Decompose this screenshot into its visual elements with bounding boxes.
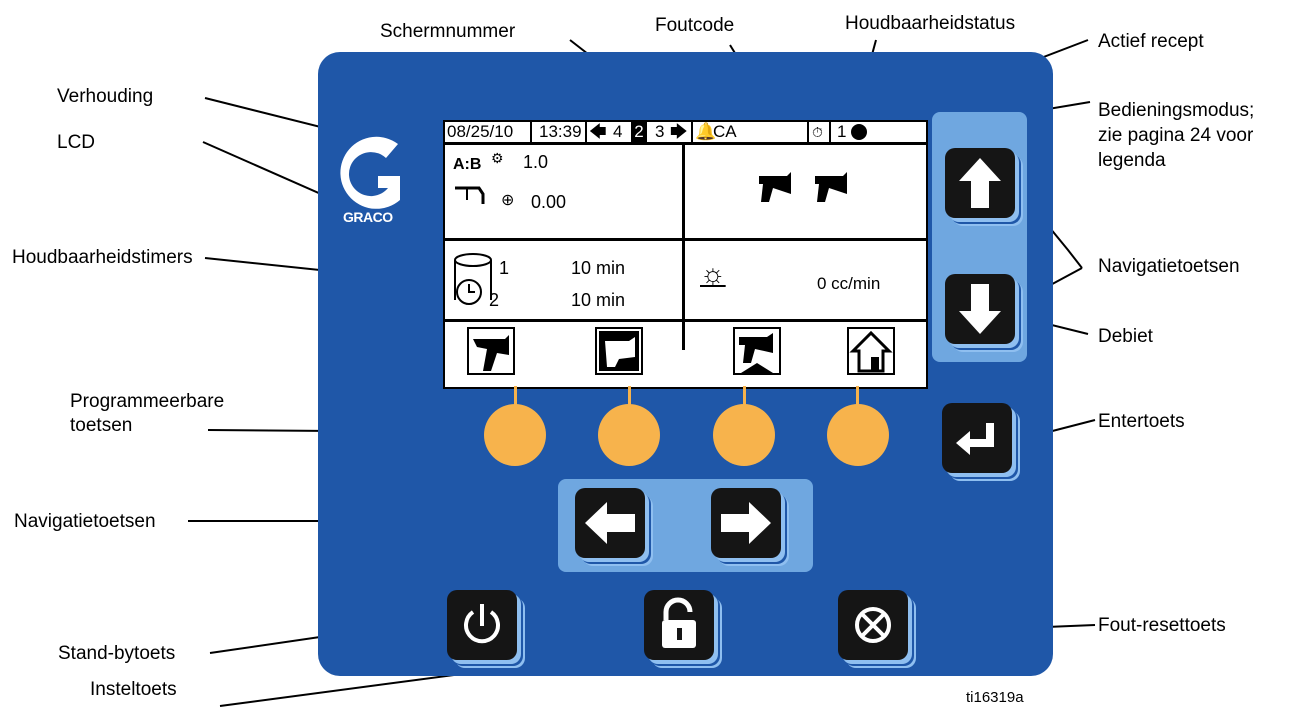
pot-life-timer-icon xyxy=(454,253,492,305)
lcd-error-code: CA xyxy=(713,122,737,141)
label-houdbaarheidstatus: Houdbaarheidstatus xyxy=(845,13,1016,34)
error-reset-icon xyxy=(855,607,891,643)
ratio-label: A:B xyxy=(453,156,482,173)
label-bedieningsmodus-3: legenda xyxy=(1098,150,1166,171)
softkey-4-home-icon xyxy=(847,327,895,375)
enter-icon xyxy=(956,423,994,455)
arrow-down-icon xyxy=(959,284,1001,334)
label-schermnummer: Schermnummer xyxy=(380,21,516,42)
label-debiet: Debiet xyxy=(1098,326,1153,347)
pot-life-1-value: 10 min xyxy=(571,258,626,278)
flow-icon: ☼ xyxy=(700,258,726,289)
tolerance-crosshair-icon: ⊕ xyxy=(501,192,515,209)
softkey-2[interactable] xyxy=(598,404,660,466)
pot-life-2-value: 10 min xyxy=(571,290,626,310)
label-navigatietoetsen-right: Navigatietoetsen xyxy=(1098,256,1240,277)
label-programmeerbare-2: toetsen xyxy=(70,415,133,436)
label-fout-reset: Fout-resettoets xyxy=(1098,615,1226,636)
error-reset-button[interactable] xyxy=(838,590,908,660)
standby-button[interactable] xyxy=(447,590,517,660)
flow-value: 0 cc/min xyxy=(817,274,881,293)
arrow-up-icon xyxy=(959,158,1001,208)
arrow-left-small-icon: 🡄 xyxy=(589,122,607,141)
softkey-1[interactable] xyxy=(484,404,546,466)
softkey-4[interactable] xyxy=(827,404,889,466)
graco-logo-text: GRACO xyxy=(343,209,393,225)
pot-life-status-icon: ⏱ xyxy=(812,124,823,140)
arrow-left-icon xyxy=(585,502,635,544)
pot-life-1-index: 1 xyxy=(499,258,510,278)
arrow-right-small-icon: 🡆 xyxy=(670,122,688,141)
lcd-date: 08/25/10 xyxy=(447,122,514,141)
lcd-recipe: 1 xyxy=(837,122,847,141)
label-verhouding: Verhouding xyxy=(57,86,154,107)
lcd-screen-current: 2 xyxy=(631,122,647,142)
label-entertoets: Entertoets xyxy=(1098,411,1185,432)
label-insteltoets: Insteltoets xyxy=(90,679,177,700)
pot-life-2-index: 2 xyxy=(489,290,500,310)
tolerance-pipe-icon xyxy=(455,186,485,204)
softkey-1-gun-icon xyxy=(467,327,515,375)
left-button[interactable] xyxy=(575,488,645,558)
label-actief-recept: Actief recept xyxy=(1098,31,1204,52)
right-button[interactable] xyxy=(711,488,781,558)
label-standby: Stand-bytoets xyxy=(58,643,176,664)
label-bedieningsmodus-2: zie pagina 24 voor xyxy=(1098,125,1254,146)
ratio-value: 1.0 xyxy=(523,152,549,172)
enter-button[interactable] xyxy=(942,403,1012,473)
label-houdbaarheidstimers: Houdbaarheidstimers xyxy=(12,247,193,268)
lcd-screen-prev: 4 xyxy=(613,122,623,141)
up-button[interactable] xyxy=(945,148,1015,218)
down-button[interactable] xyxy=(945,274,1015,344)
lcd-time: 13:39 xyxy=(539,122,582,141)
padlock-icon xyxy=(662,597,696,648)
lcd-screen: 08/25/10 13:39 🡄 4 2 3 🡆 🔔 CA ⏱ 1 A:B ⚙ … xyxy=(443,120,928,389)
setup-button[interactable] xyxy=(644,590,714,660)
tolerance-value: 0.00 xyxy=(531,192,567,212)
alarm-bell-icon: 🔔 xyxy=(695,122,717,141)
label-foutcode: Foutcode xyxy=(655,15,735,36)
graco-logo-icon xyxy=(340,136,400,209)
mode-indicator-icon xyxy=(851,124,867,140)
spray-guns-icon xyxy=(759,172,847,202)
power-icon xyxy=(464,604,500,644)
softkey-3[interactable] xyxy=(713,404,775,466)
label-navigatietoetsen-left: Navigatietoetsen xyxy=(14,511,156,532)
softkey-3-spray-icon xyxy=(733,327,781,375)
label-lcd: LCD xyxy=(57,132,96,153)
softkey-2-flush-icon xyxy=(595,327,643,375)
label-programmeerbare-1: Programmeerbare xyxy=(70,391,225,412)
ratio-gear-icon: ⚙ xyxy=(491,150,504,166)
figure-id: ti16319a xyxy=(966,689,1024,706)
lcd-screen-next: 3 xyxy=(655,122,665,141)
label-bedieningsmodus-1: Bedieningsmodus; xyxy=(1098,100,1255,121)
lcd-status-bar: 08/25/10 13:39 🡄 4 2 3 🡆 🔔 CA ⏱ 1 xyxy=(445,122,926,145)
arrow-right-icon xyxy=(721,502,771,544)
